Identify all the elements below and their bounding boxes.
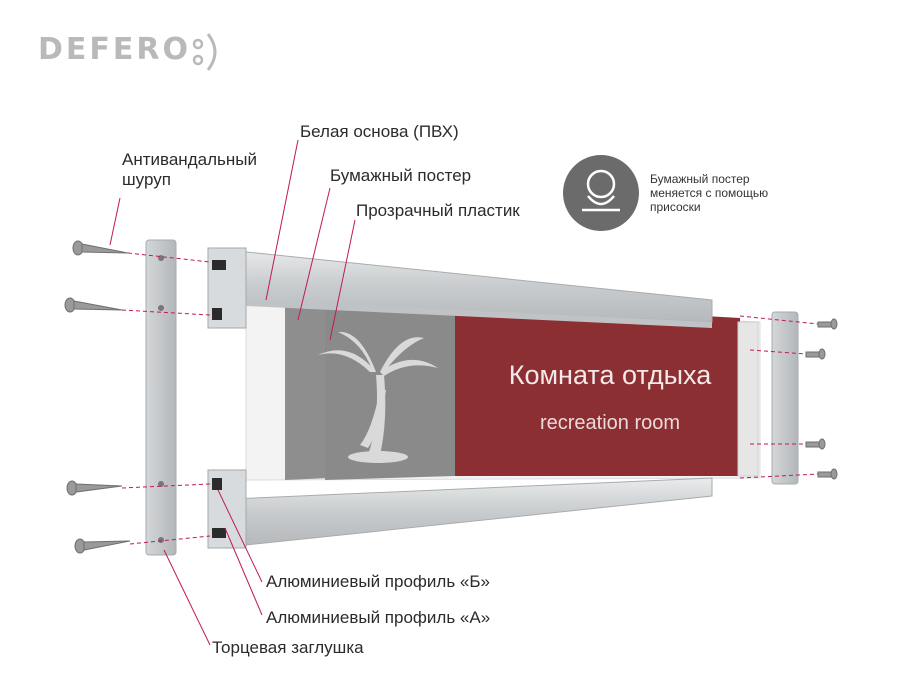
poster-note: Бумажный постер меняется с помощью присо… — [650, 172, 830, 214]
label-profile-b: Алюминиевый профиль «Б» — [266, 572, 490, 591]
palm-tree-icon — [318, 331, 438, 463]
bottom-profile — [207, 477, 713, 546]
paper-poster-panel — [285, 296, 330, 480]
brand-logo-mark-icon — [192, 33, 217, 71]
left-end-cap — [145, 239, 177, 556]
sign-subtitle: recreation room — [539, 412, 681, 434]
sign-face — [455, 302, 740, 476]
brand-logo: DEFERO — [38, 32, 191, 67]
label-screw-line2: шуруп — [122, 170, 171, 189]
label-profile-a: Алюминиевый профиль «А» — [266, 608, 491, 627]
label-plastic: Прозрачный пластик — [356, 201, 520, 220]
screw-icon — [64, 240, 131, 554]
label-end-cap: Торцевая заглушка — [212, 638, 364, 657]
poster-note-line: меняется с помощью — [650, 186, 769, 200]
label-white-base: Белая основа (ПВХ) — [300, 122, 459, 141]
label-screw-line1: Антивандальный — [122, 150, 257, 169]
right-end-cap — [771, 311, 799, 485]
poster-note-line: присоски — [650, 200, 701, 214]
label-paper-poster: Бумажный постер — [330, 166, 472, 185]
suction-cup-icon — [563, 155, 639, 231]
poster-note-line: Бумажный постер — [650, 172, 750, 186]
sign-title: Комната отдыха — [508, 360, 712, 390]
